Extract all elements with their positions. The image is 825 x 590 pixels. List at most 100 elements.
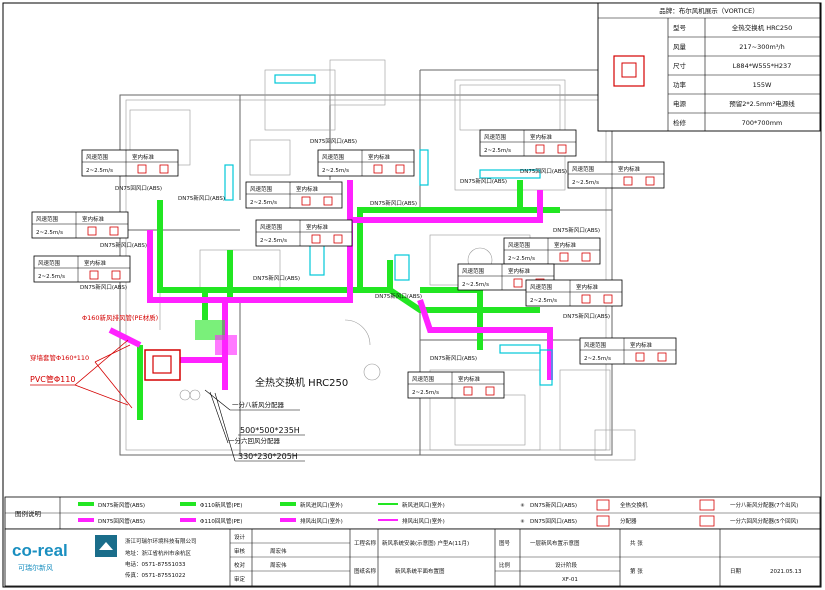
spec-value-supply: 预留2*2.5mm²电源线	[729, 99, 795, 108]
vent-info-box: 风速范围 室内标准 2~2.5m/s	[33, 255, 131, 283]
vent-box-subtitle: 室内标准	[554, 241, 577, 249]
vent-checkbox-icon	[159, 164, 169, 174]
vent-box-speed: 2~2.5m/s	[322, 168, 349, 174]
vent-box-speed: 2~2.5m/s	[38, 274, 65, 280]
company-fax: 传真：0571-87551022	[125, 571, 185, 579]
company-logo: co-real	[12, 541, 68, 560]
legend-item: Φ110回风管(PE)	[200, 517, 242, 525]
duct-label: DN75新风口(ABS)	[100, 241, 147, 249]
outlet-label: Φ160新风排风管(PE材质)	[82, 313, 158, 322]
legend-item: Φ110新风管(PE)	[200, 501, 242, 509]
vent-checkbox-icon	[373, 164, 383, 174]
duct-label: DN75新风口(ABS)	[253, 274, 300, 282]
vent-box-speed: 2~2.5m/s	[572, 180, 599, 186]
tb-drawing-no: 一层新风布置示意图	[530, 539, 580, 547]
vent-info-box: 风速范围室内标准2~2.5m/s	[567, 161, 665, 189]
vent-checkbox-icon	[323, 196, 333, 206]
spec-label-power: 功率	[673, 80, 687, 89]
vent-box-speed: 2~2.5m/s	[260, 238, 287, 244]
vent-box-subtitle: 室内标准	[82, 215, 105, 223]
spec-value-access: 700*700mm	[742, 119, 783, 127]
legend-item: 新风进风口(室外)	[402, 501, 445, 509]
vent-checkbox-icon	[645, 176, 655, 186]
vent-checkbox-icon	[89, 270, 99, 280]
vent-info-box: 风速范围室内标准2~2.5m/s	[479, 129, 577, 157]
vent-box-subtitle: 室内标准	[508, 267, 531, 275]
wall-pipe-label: 穿墙套管Φ160*110	[30, 353, 89, 362]
legend-item: DN75回风口(ABS)	[530, 518, 577, 525]
vent-info-box: 风速范围室内标准2~2.5m/s	[31, 211, 129, 239]
duct-label: DN75回风口(ABS)	[310, 138, 357, 145]
vent-box-subtitle: 室内标准	[530, 133, 553, 141]
vent-info-box: 风速范围室内标准2~2.5m/s	[245, 181, 343, 209]
tb-drawing-no-label: 图号	[499, 539, 511, 547]
splitter-2-label: 一分六回风分配器	[228, 436, 281, 445]
duct-label: DN75新风口(ABS)	[563, 312, 610, 320]
tb-sheet: 设计阶段	[555, 561, 578, 569]
vent-box-subtitle: 室内标准	[576, 283, 599, 291]
grilles	[224, 74, 553, 386]
legend-fresh-vent-icon: ✳	[520, 502, 525, 509]
duct-label: DN75回风口(ABS)	[520, 168, 567, 175]
duct-label: DN75新风口(ABS)	[178, 194, 225, 202]
vent-checkbox-icon	[137, 164, 147, 174]
vent-checkbox-icon	[581, 294, 591, 304]
vent-box-title: 风速范围	[322, 153, 345, 161]
vent-box-subtitle: 室内标准	[630, 341, 653, 349]
legend-item: 一分六回风分配器(5个回风)	[730, 517, 798, 525]
spec-label-supply: 电源	[673, 99, 687, 108]
tb-project-name: 新风系统安装(示意图) 户型A(11月)	[382, 539, 469, 547]
vent-box-speed: 2~2.5m/s	[86, 168, 113, 174]
vent-box-title: 风速范围	[260, 223, 283, 231]
tb-drawing-label: 图纸名称	[354, 567, 377, 575]
vent-checkbox-icon	[333, 234, 343, 244]
vent-box-title: 风速范围	[38, 259, 61, 267]
vent-box-speed: 2~2.5m/s	[36, 230, 63, 236]
return-splitter	[215, 335, 237, 355]
duct-labels: DN75新风口(ABS) DN75新风口(ABS) DN75新风口(ABS) D…	[80, 138, 610, 362]
vent-checkbox-icon	[535, 144, 545, 154]
tb-scale: XF-01	[562, 577, 578, 583]
vent-checkbox-icon	[463, 386, 473, 396]
vent-checkbox-icon	[657, 352, 667, 362]
tb-project-label: 工程名称	[354, 539, 377, 547]
unit-icon	[613, 55, 645, 87]
vent-checkbox-icon	[513, 278, 523, 288]
vent-box-subtitle: 室内标准	[458, 375, 481, 383]
title-block: co-real 可瑞尔新风 浙江可瑞尔环境科技有限公司 地址：浙江省杭州市余杭区…	[4, 528, 821, 587]
vent-box-subtitle: 室内标准	[618, 165, 641, 173]
legend-item: 新风进风口(室外)	[300, 501, 343, 509]
tb-date-label: 日期	[730, 568, 742, 575]
vent-checkbox-icon	[395, 164, 405, 174]
tb-reviewer-name: 周宏伟	[270, 561, 287, 569]
vent-box-title: 风速范围	[508, 241, 531, 249]
duct-label: DN75新风口(ABS)	[553, 226, 600, 234]
spec-value-model: 全热交换机 HRC250	[732, 23, 793, 32]
vent-box-subtitle: 室内标准	[306, 223, 329, 231]
splitter-1-size: 500*500*235H	[240, 426, 300, 435]
splitter-2-size: 330*230*205H	[238, 452, 298, 461]
vent-info-box: 风速范围室内标准2~2.5m/s	[81, 149, 179, 177]
duct-label: DN75回风口(ABS)	[115, 185, 162, 192]
legend-item: 分配器	[620, 517, 637, 525]
tb-design-label: 设计	[234, 533, 246, 541]
vent-box-subtitle: 室内标准	[84, 259, 107, 267]
tb-page-current: 第 张	[630, 567, 643, 575]
vent-box-title: 风速范围	[412, 375, 435, 383]
vent-info-box: 风速范围室内标准2~2.5m/s	[525, 279, 623, 307]
vent-box-speed: 2~2.5m/s	[462, 282, 489, 288]
spec-value-airflow: 217~300m³/h	[739, 43, 785, 51]
duct-label: DN75新风口(ABS)	[375, 292, 422, 300]
vent-box-speed: 2~2.5m/s	[250, 200, 277, 206]
vent-boxes: 风速范围室内标准2~2.5m/s风速范围室内标准2~2.5m/s风速范围室内标准…	[31, 129, 677, 399]
company-address: 地址：浙江省杭州市余杭区	[125, 549, 192, 557]
tb-drawing-name: 新风系统平面布置图	[395, 567, 445, 575]
vent-box-subtitle: 室内标准	[132, 153, 155, 161]
vent-box-title: 风速范围	[584, 341, 607, 349]
tb-date: 2021.05.13	[770, 569, 802, 575]
legend-return-vent-icon: ✳	[520, 518, 525, 525]
spec-label-size: 尺寸	[673, 61, 687, 70]
tb-page-total: 共 张	[630, 539, 643, 547]
